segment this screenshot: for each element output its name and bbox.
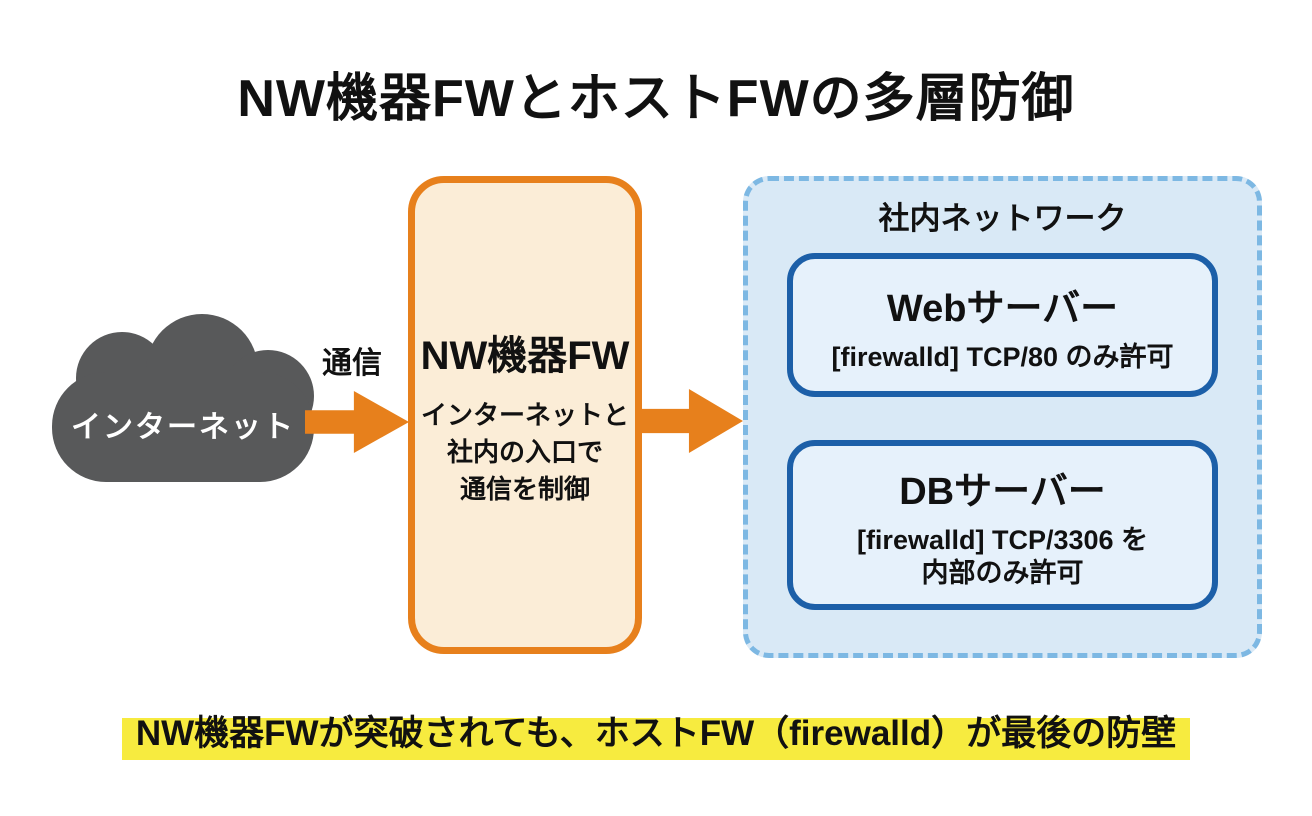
internal-network-title: 社内ネットワーク — [878, 201, 1127, 236]
web-server-rule: [firewalld] TCP/80 のみ許可 — [831, 341, 1174, 372]
nw-fw-description: インターネットと 社内の入口で 通信を制御 — [421, 397, 629, 508]
nw-fw-title: NW機器FW — [420, 333, 630, 378]
nw-fw-box: NW機器FW インターネットと 社内の入口で 通信を制御 — [408, 176, 642, 654]
footer-note: NW機器FWが突破されても、ホストFW（firewalld）が最後の防壁 — [0, 708, 1312, 760]
web-server-name: Webサーバー — [886, 287, 1119, 330]
arrow-right-icon — [641, 389, 743, 453]
db-server-name: DBサーバー — [899, 471, 1106, 513]
internet-cloud: インターネット — [52, 314, 314, 482]
traffic-label: 通信 — [322, 347, 382, 380]
db-server-rule: 内部のみ許可 — [921, 558, 1084, 588]
footer-highlight-text: NW機器FWが突破されても、ホストFW（firewalld）が最後の防壁 — [121, 708, 1191, 760]
nw-fw-desc-line: インターネットと — [420, 399, 629, 430]
web-server-box: Webサーバー [firewalld] TCP/80 のみ許可 — [787, 253, 1218, 397]
db-server-box: DBサーバー [firewalld] TCP/3306 を 内部のみ許可 — [787, 440, 1218, 610]
diagram-title: NW機器FWとホストFWの多層防御 — [237, 70, 1075, 128]
db-server-rule: [firewalld] TCP/3306 を — [856, 525, 1149, 555]
nw-fw-desc-line: 社内の入口で — [446, 436, 603, 467]
internal-network-box: 社内ネットワーク Webサーバー [firewalld] TCP/80 のみ許可… — [743, 176, 1262, 658]
cloud-icon — [52, 314, 314, 482]
arrow-right-icon — [305, 391, 409, 453]
nw-fw-desc-line: 通信を制御 — [459, 473, 590, 504]
internet-label: インターネット — [71, 411, 295, 444]
